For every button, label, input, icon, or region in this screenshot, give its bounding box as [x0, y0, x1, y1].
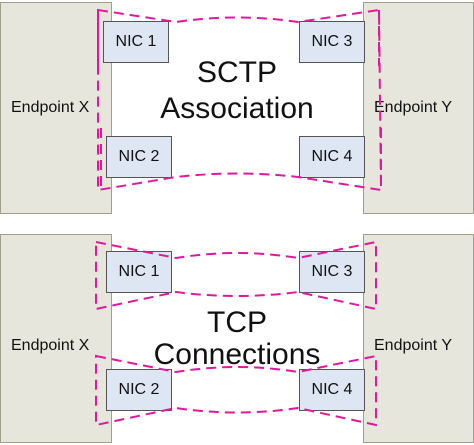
nic-2-box: NIC 2	[106, 369, 172, 411]
nic-4-box: NIC 4	[299, 136, 365, 178]
nic-4-label: NIC 4	[311, 148, 353, 165]
nic-1-box: NIC 1	[106, 251, 172, 293]
nic-4-label: NIC 4	[311, 381, 353, 398]
endpoint-x-label: Endpoint X	[11, 99, 90, 116]
endpoint-x-box: Endpoint X	[0, 234, 112, 443]
sctp-title: SCTP	[196, 56, 277, 89]
endpoint-y-box: Endpoint Y	[363, 2, 474, 214]
nic-2-label: NIC 2	[118, 381, 160, 398]
nic-2-box: NIC 2	[106, 136, 172, 178]
endpoint-x-box: Endpoint X	[0, 2, 112, 214]
tcp-title: TCP	[207, 306, 267, 339]
tcp-panel: Endpoint X Endpoint Y NIC 1 NIC 2 NIC 3 …	[0, 232, 474, 445]
sctp-panel: Endpoint X Endpoint Y NIC 1 NIC 2 NIC 3 …	[0, 0, 474, 215]
endpoint-y-box: Endpoint Y	[363, 234, 474, 443]
nic-1-label: NIC 1	[115, 33, 157, 50]
endpoint-y-label: Endpoint Y	[374, 99, 452, 116]
endpoint-x-label: Endpoint X	[11, 337, 90, 354]
nic-3-box: NIC 3	[299, 251, 365, 293]
connections-title: Connections	[153, 338, 321, 371]
nic-3-label: NIC 3	[311, 263, 353, 280]
nic-4-box: NIC 4	[299, 369, 365, 411]
nic-2-label: NIC 2	[118, 148, 160, 165]
association-title: Association	[160, 92, 314, 125]
nic-3-label: NIC 3	[311, 33, 353, 50]
endpoint-y-label: Endpoint Y	[374, 337, 452, 354]
nic-1-label: NIC 1	[118, 263, 160, 280]
